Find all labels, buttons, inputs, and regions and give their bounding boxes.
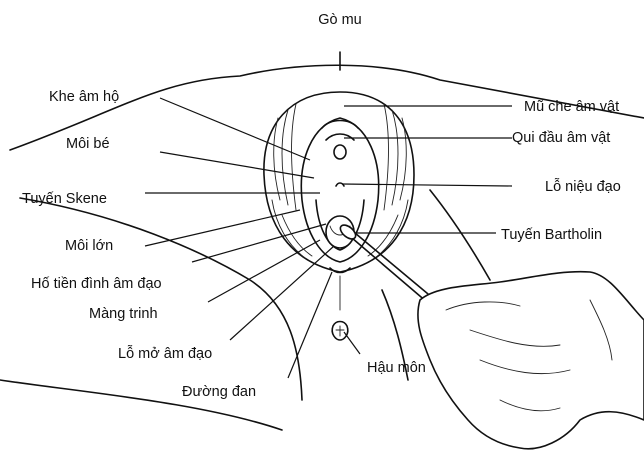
label-duong-dan: Đường đan	[182, 384, 256, 400]
label-hau-mon: Hậu môn	[367, 360, 426, 376]
label-moi-be: Môi bé	[66, 136, 110, 152]
label-go-mu: Gò mu	[318, 12, 362, 28]
label-ho-tien-dinh: Hố tiền đình âm đạo	[31, 276, 162, 292]
label-khe-am-ho: Khe âm hộ	[49, 89, 119, 105]
label-tuyen-bartholin: Tuyến Bartholin	[501, 227, 602, 243]
label-moi-lon: Môi lớn	[65, 238, 113, 254]
label-lo-nieu-dao: Lỗ niệu đạo	[545, 178, 621, 195]
label-mu-che-am-vat: Mũ che âm vật	[524, 99, 619, 115]
label-qui-dau-am-vat: Qui đầu âm vật	[512, 130, 610, 146]
label-lo-mo-am-dao: Lỗ mở âm đạo	[118, 345, 212, 362]
label-tuyen-skene: Tuyến Skene	[22, 191, 107, 207]
label-mang-trinh: Màng trinh	[89, 306, 158, 322]
